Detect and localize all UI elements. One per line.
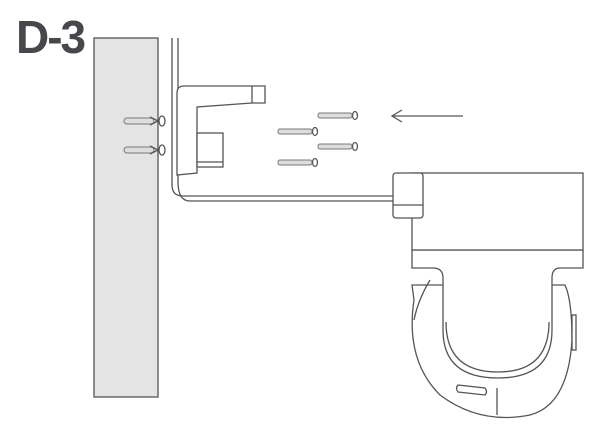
bracket <box>176 85 266 176</box>
mounting-plate <box>171 38 395 202</box>
wall <box>93 37 159 398</box>
arrow-left-icon <box>390 109 463 123</box>
wall-anchors <box>123 115 166 156</box>
step-label: D-3 <box>16 11 86 63</box>
anchor-bottom <box>123 144 166 156</box>
anchor-top <box>123 115 166 127</box>
screws <box>277 110 359 168</box>
camera <box>392 172 584 419</box>
